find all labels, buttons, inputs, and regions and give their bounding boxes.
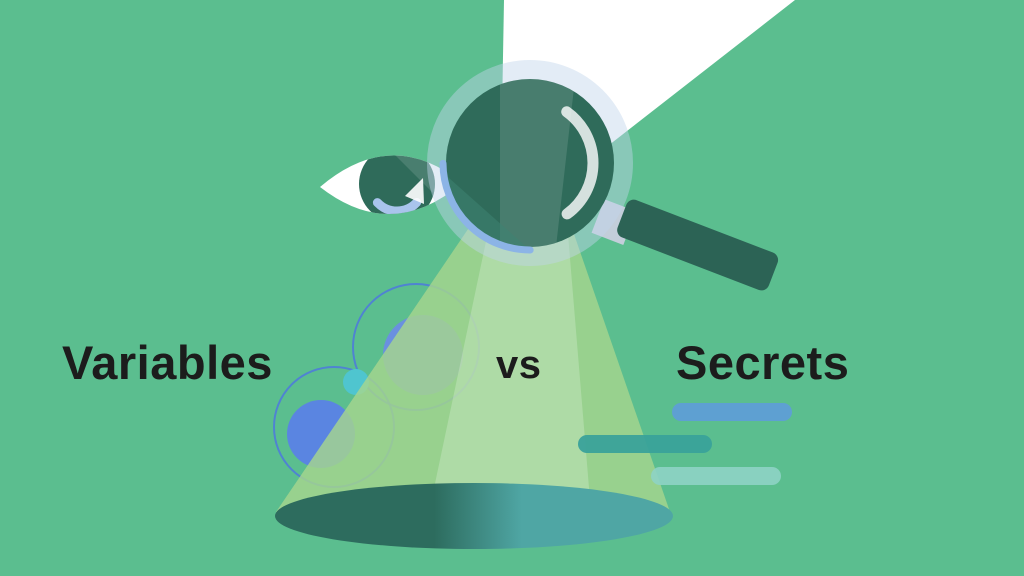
spotlight-cone-icon bbox=[276, 182, 670, 512]
redacted-bar bbox=[672, 403, 792, 421]
cone-highlight bbox=[429, 210, 591, 512]
redacted-bars-icon bbox=[578, 403, 792, 485]
lens-beam-wedge bbox=[500, 79, 575, 247]
eye-icon bbox=[320, 155, 462, 215]
magnifier-handle bbox=[617, 199, 779, 291]
secrets-label: Secrets bbox=[676, 336, 850, 389]
lens-glint bbox=[461, 94, 599, 232]
vs-label: vs bbox=[496, 343, 542, 387]
iris-light-wedge bbox=[380, 155, 435, 215]
redacted-bar bbox=[578, 435, 712, 453]
magnifier-ring bbox=[427, 60, 633, 266]
redacted-bar bbox=[651, 467, 781, 485]
base-ellipse bbox=[275, 483, 673, 549]
variables-label: Variables bbox=[62, 336, 273, 389]
iris-crescent bbox=[365, 155, 429, 215]
iris-glint bbox=[405, 178, 424, 204]
magnifier-icon bbox=[427, 60, 779, 291]
lens-blue-rim-arc bbox=[439, 72, 621, 254]
